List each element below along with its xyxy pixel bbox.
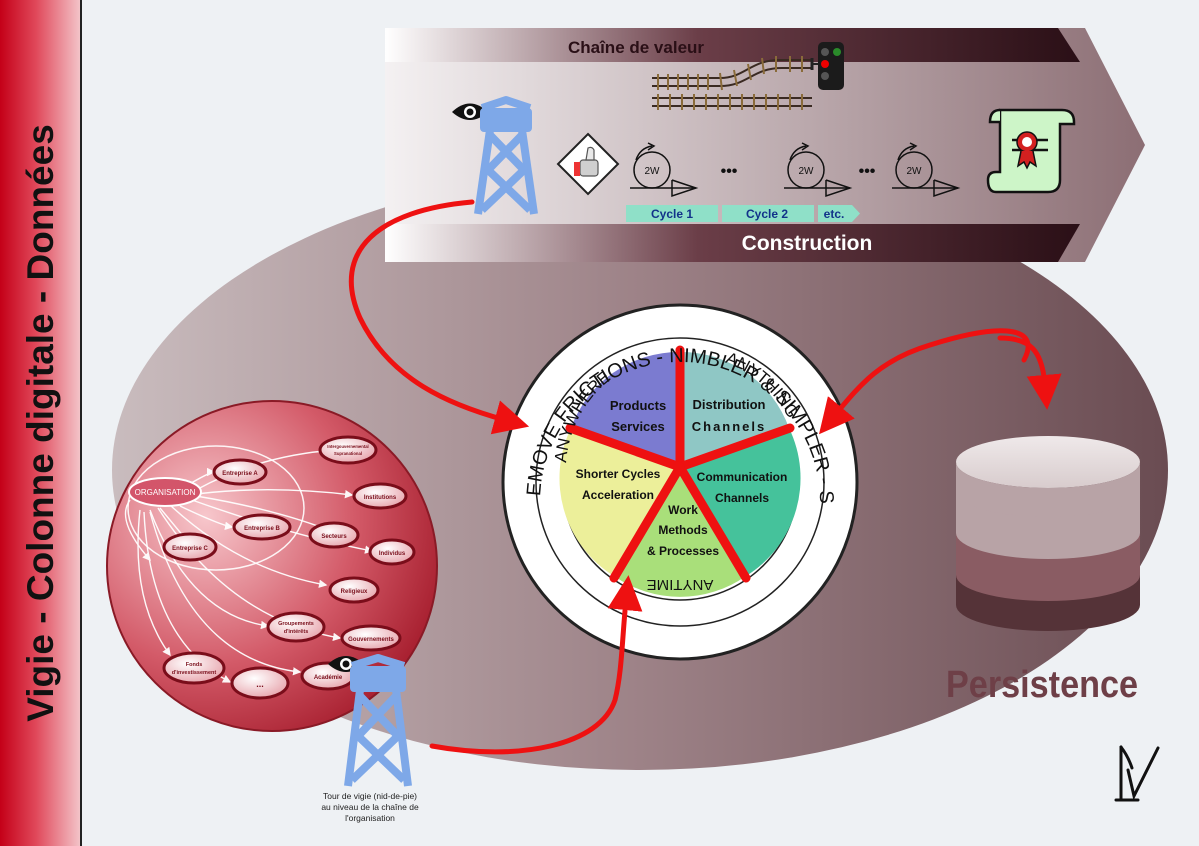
cycle-label-etc: etc. (824, 207, 845, 221)
node-interets: d'intérêts (284, 629, 309, 635)
segment-communication-channels-label: Channels (715, 491, 769, 505)
node-supranational: Supranational (334, 451, 362, 456)
certificate-scroll-icon (986, 108, 1076, 194)
cycle-label-2: Cycle 2 (746, 207, 788, 221)
segment-acceleration-label: Acceleration (582, 488, 654, 502)
segment-distribution (680, 351, 789, 467)
eye-icon (452, 103, 488, 120)
segment-communication (680, 428, 801, 576)
ellipsis: ••• (721, 163, 738, 180)
approval-thumb-icon (556, 132, 620, 196)
database-cylinder-icon (956, 436, 1140, 631)
node-groupements: Groupements (278, 621, 314, 627)
segment-shorter (559, 428, 680, 576)
segment-communication-label: Communication (697, 470, 788, 484)
traffic-signal-icon (818, 42, 844, 90)
cycle-badge: 2W (907, 166, 923, 177)
node-more: ... (256, 679, 264, 689)
ecosystem-nodes (128, 435, 416, 700)
segment-distribution-label: Distribution (693, 397, 766, 412)
sprint-cycle-icon (630, 142, 699, 198)
node-academie: Académie (314, 675, 343, 681)
segment-methods-label: Methods (658, 523, 708, 537)
side-banner: Vigie - Colonne digitale - Données (0, 0, 82, 846)
inner-ring-anytime: ANYTIME (647, 576, 714, 593)
value-chain-band (385, 28, 1145, 262)
tower-caption-line: Tour de vigie (nid-de-pie) (322, 791, 418, 801)
tower-caption-line: au niveau de la chaîne de (321, 802, 419, 812)
segment-products-label: Products (610, 398, 666, 413)
value-chain-title: Chaîne de valeur (568, 38, 704, 57)
cycle-badge: 2W (645, 166, 661, 177)
segment-work-label: Work (668, 503, 698, 517)
sprint-cycle-icon (892, 142, 961, 198)
ux-wheel (501, 303, 859, 661)
cycle-bar (626, 205, 860, 222)
node-individus: Individus (379, 551, 406, 557)
segment-distribution-channels-label: Channels (692, 419, 767, 434)
sprint-cycle-icon (784, 142, 853, 198)
node-organisation: ORGANISATION (135, 488, 196, 497)
node-entreprise-c: Entreprise C (172, 546, 208, 552)
node-institutions: Institutions (364, 495, 397, 501)
segment-shorter-label: Shorter Cycles (576, 467, 661, 481)
segment-processes-label: & Processes (647, 544, 719, 558)
segment-products (571, 351, 680, 467)
node-fonds: Fonds (186, 662, 203, 668)
node-investissement: d'investissement (172, 670, 217, 676)
persistence-label: Persistence (946, 664, 1139, 706)
watch-tower-icon-top (474, 96, 538, 215)
tower-caption-line: l'organisation (345, 813, 395, 823)
enterprise-cluster (127, 445, 305, 571)
lv-logo (1114, 745, 1160, 802)
node-entreprise-b: Entreprise B (244, 526, 280, 532)
node-intergouvernemental: Intergouvernemental (327, 444, 368, 449)
segment-work (614, 467, 746, 597)
construction-label: Construction (742, 232, 873, 255)
flow-arrows (348, 199, 1062, 755)
node-religieux: Religieux (341, 589, 368, 595)
node-secteurs: Secteurs (321, 534, 347, 540)
watch-tower-icon-bottom (344, 654, 412, 787)
node-entreprise-a: Entreprise A (222, 471, 258, 477)
rail-track-icon (652, 56, 818, 110)
tower-caption: Tour de vigie (nid-de-pie) au niveau de … (300, 791, 440, 824)
cycle-label-1: Cycle 1 (651, 207, 693, 221)
node-gouvernements: Gouvernements (348, 637, 394, 643)
segment-services-label: Services (611, 419, 665, 434)
cycle-badge: 2W (799, 166, 815, 177)
ellipsis: ••• (859, 163, 876, 180)
